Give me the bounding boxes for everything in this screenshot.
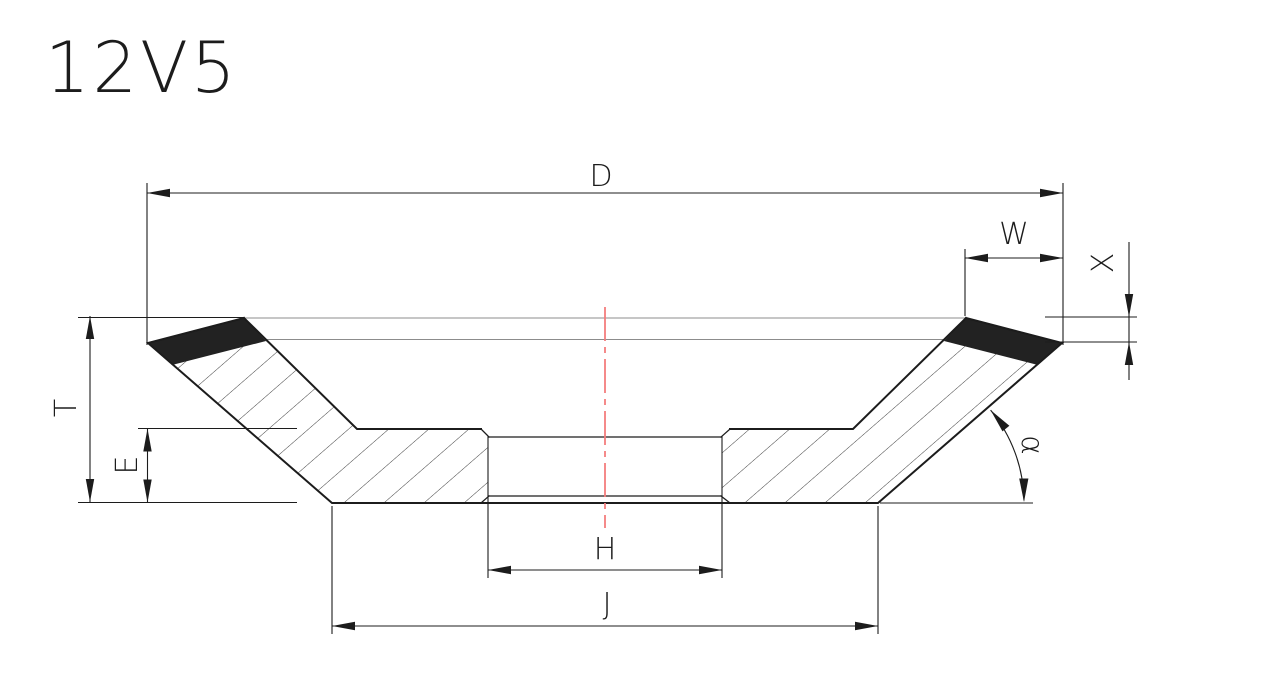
dim-X-arrow-up <box>1124 342 1134 365</box>
abrasive-segment-right <box>944 318 1062 365</box>
dimension-alpha: α <box>880 409 1049 504</box>
dim-H-arrow-left <box>488 565 511 575</box>
dim-alpha-arc <box>990 409 1025 501</box>
dim-J-arrow-right <box>855 621 878 631</box>
dim-H-arrow-right <box>699 565 722 575</box>
dim-label-E: E <box>110 456 145 475</box>
dimension-T: T <box>49 316 297 504</box>
dim-T-arrow-top <box>85 316 95 339</box>
dimension-W: W <box>964 217 1063 316</box>
abrasive-segment-left <box>148 318 266 365</box>
bore-chamfer-top-left <box>480 428 490 438</box>
dim-label-X: X <box>1086 253 1121 274</box>
dimension-J: J <box>331 506 879 634</box>
bore-chamfer-top-right <box>720 428 731 438</box>
dim-label-H: H <box>594 532 617 567</box>
wheel-section <box>145 307 1065 528</box>
dim-E-arrow-bottom <box>143 479 152 503</box>
dim-alpha-arrow-top <box>990 410 1010 432</box>
dim-alpha-arrow-bottom <box>1019 478 1029 502</box>
dim-label-T: T <box>49 399 84 417</box>
dim-label-W: W <box>999 217 1029 252</box>
dim-D-arrow-right <box>1040 188 1063 198</box>
dimension-D: D <box>146 159 1064 345</box>
dim-label-alpha: α <box>1014 435 1049 455</box>
wheel-body-hatch <box>148 318 1062 503</box>
dim-D-arrow-left <box>147 188 170 198</box>
dim-W-arrow-right <box>1040 253 1063 263</box>
dim-X-arrow-down <box>1124 294 1134 317</box>
dim-T-arrow-bottom <box>85 479 95 502</box>
dimension-H: H <box>487 436 723 578</box>
dim-label-D: D <box>589 159 612 194</box>
dimension-E: E <box>110 427 297 503</box>
dim-label-J: J <box>603 587 612 622</box>
drawing-title: 12V5 <box>45 27 239 109</box>
dimension-X: X <box>1045 242 1137 380</box>
dim-J-arrow-left <box>332 621 355 631</box>
dim-E-arrow-top <box>143 428 152 452</box>
dim-W-arrow-left <box>965 253 988 263</box>
